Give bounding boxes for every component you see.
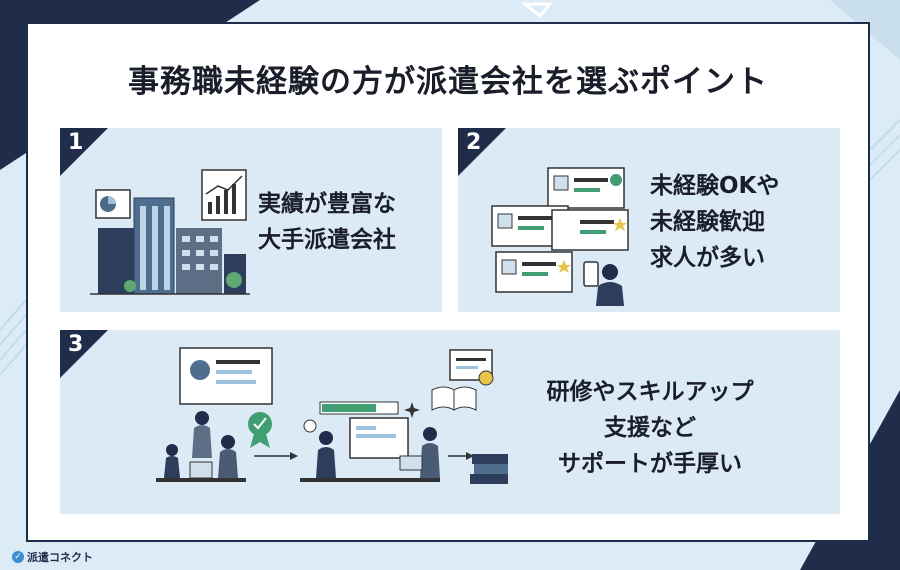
job-listings-illustration (491, 167, 629, 306)
card-corner (60, 330, 108, 378)
content-frame: 事務職未経験の方が派遣会社を選ぶポイント 1 実績が豊富な (26, 22, 870, 542)
page-title: 事務職未経験の方が派遣会社を選ぶポイント (128, 64, 768, 100)
card-line: 実績が豊富な (258, 191, 396, 217)
card-line: 支援など (604, 415, 696, 441)
card-corner (60, 128, 108, 176)
check-circle-icon: ✓ (12, 551, 24, 563)
card-number: 2 (466, 130, 482, 155)
point-card-2: 2 未経験OKや 未経験歓迎 求人が多い (458, 128, 840, 312)
training-support-illustration (156, 347, 508, 484)
brand-name: 派遣コネクト (27, 551, 93, 564)
card-line: 大手派遣会社 (258, 227, 396, 253)
card-line: 研修やスキルアップ (546, 379, 754, 405)
card-line: 未経験歓迎 (650, 209, 765, 235)
card-line: 未経験OKや (650, 173, 780, 199)
office-buildings-illustration (90, 169, 250, 295)
brand-logo: ✓ 派遣コネクト (12, 549, 93, 565)
card-corner (458, 128, 506, 176)
point-card-3: 3 (60, 330, 840, 514)
card-line: サポートが手厚い (558, 451, 742, 477)
card-number: 3 (68, 332, 84, 357)
point-card-1: 1 実績が豊富な 大手派遣会社 (60, 128, 442, 312)
card-number: 1 (68, 130, 84, 155)
card-line: 求人が多い (650, 245, 765, 271)
